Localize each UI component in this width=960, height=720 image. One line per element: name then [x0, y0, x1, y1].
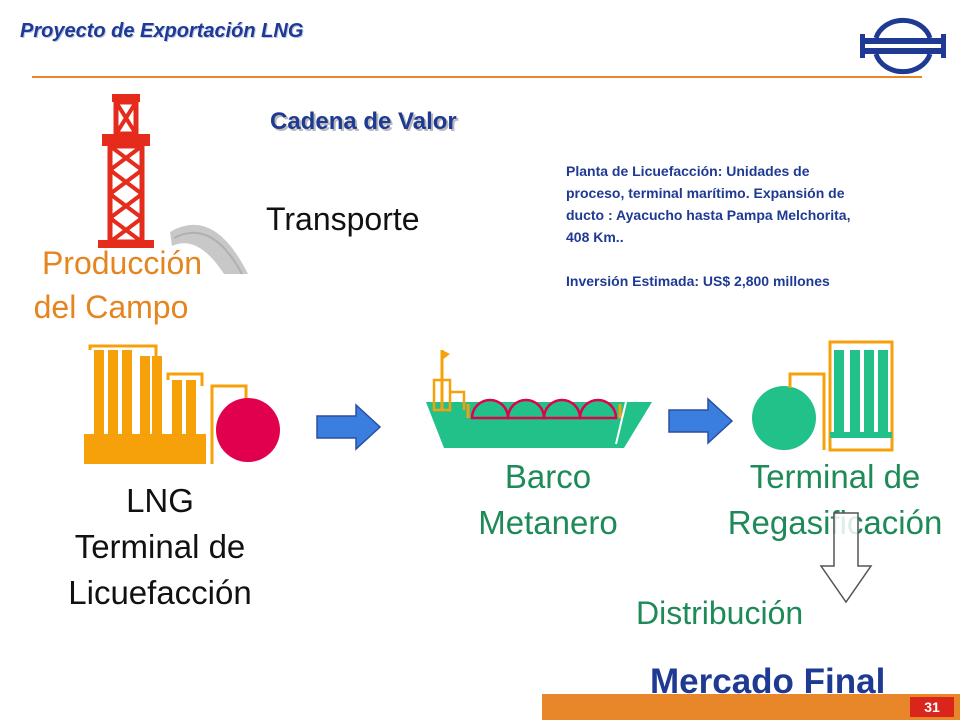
regasification-terminal-icon	[752, 340, 894, 452]
liquefaction-label-line3: Licuefacción	[68, 574, 252, 611]
page-number: 31	[910, 697, 954, 717]
production-label-line1: Producción	[41, 245, 203, 281]
regasification-label-line1: Terminal de	[749, 458, 921, 495]
info-box: Planta de Licuefacción: Unidades de proc…	[566, 160, 856, 292]
transport-label: Transporte	[266, 201, 420, 237]
curved-arrow-icon	[170, 224, 248, 275]
down-arrow-icon	[819, 512, 873, 604]
ship-label: Barco Metanero	[452, 454, 644, 546]
drilling-rig-icon	[98, 94, 154, 248]
header-divider	[32, 76, 922, 78]
liquefaction-label-line1: LNG	[126, 482, 194, 519]
lng-plant-icon	[84, 344, 280, 464]
footer-bar	[542, 694, 960, 720]
ship-label-line1: Barco	[504, 458, 592, 495]
flow-arrow-1-icon	[316, 403, 382, 451]
final-market-label: Mercado Final	[650, 662, 886, 701]
production-label: Producción del Campo	[16, 244, 228, 326]
production-label-line2: del Campo	[33, 289, 189, 325]
liquefaction-label-line2: Terminal de	[74, 528, 246, 565]
flow-arrow-2-icon	[668, 397, 734, 445]
header-title: Proyecto de Exportación LNG	[20, 20, 304, 42]
liquefaction-label: LNG Terminal de Licuefacción	[40, 478, 280, 616]
info-paragraph-1: Planta de Licuefacción: Unidades de proc…	[566, 163, 851, 245]
lng-carrier-ship-icon	[426, 350, 652, 448]
distribution-label: Distribución	[636, 595, 804, 631]
info-paragraph-2: Inversión Estimada: US$ 2,800 millones	[566, 273, 830, 289]
ship-label-line2: Metanero	[478, 504, 618, 541]
company-pipe-logo-icon	[860, 17, 946, 75]
section-heading: Cadena de Valor	[270, 108, 457, 135]
